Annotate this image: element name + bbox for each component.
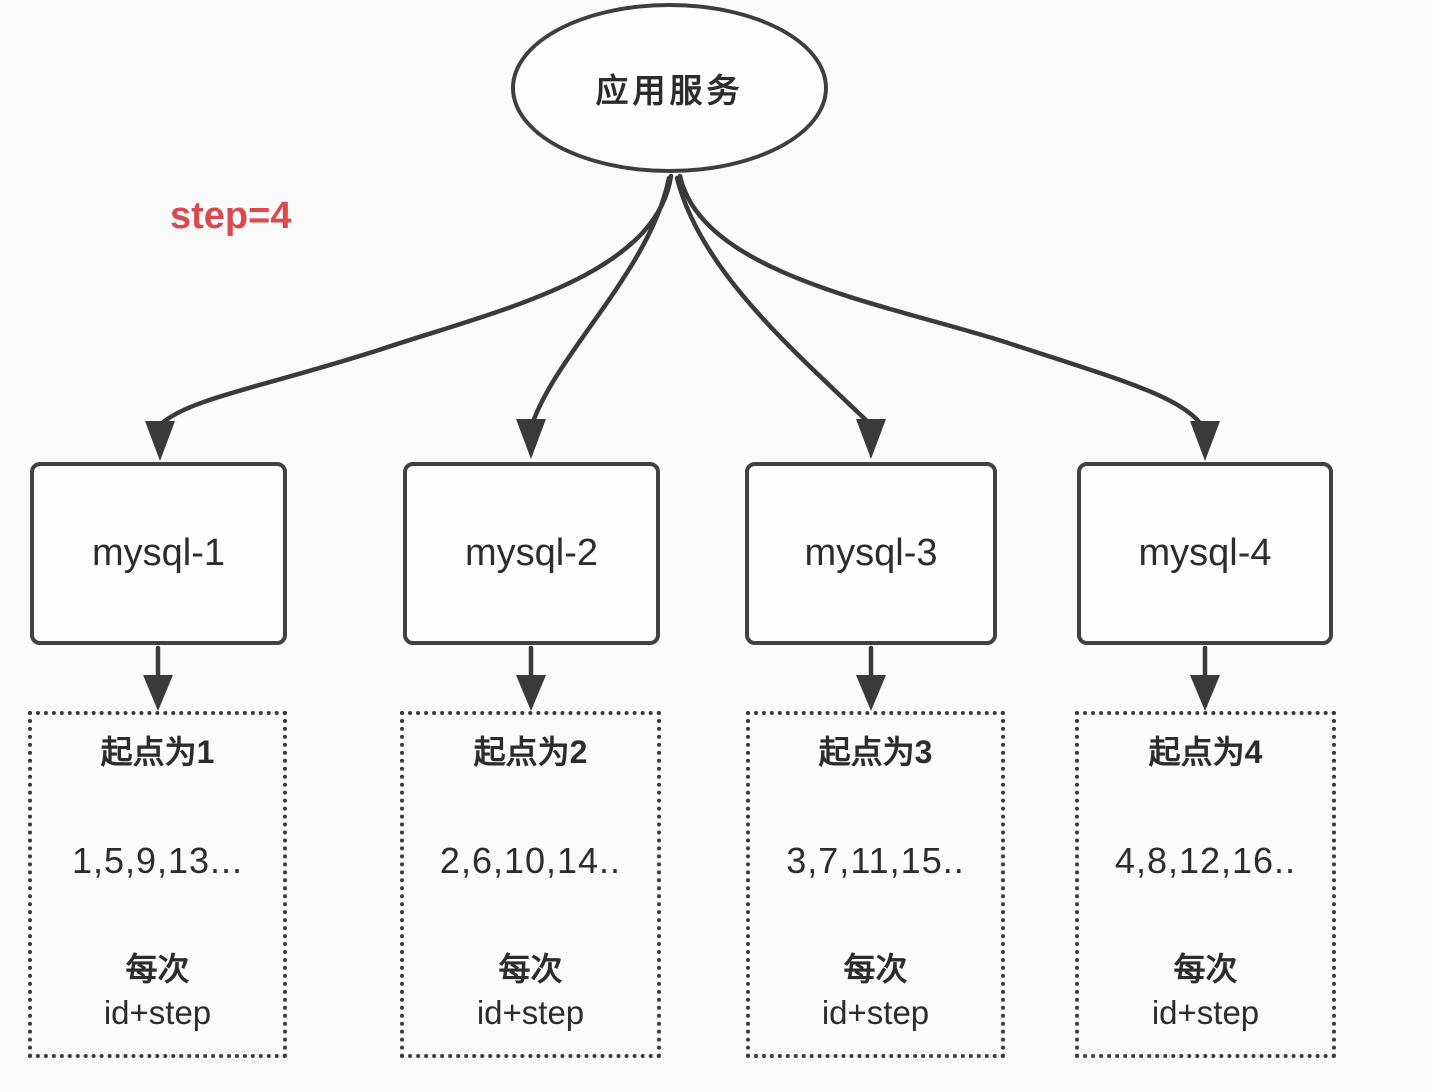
arrowhead-down-icon (856, 675, 886, 711)
range-sequence: 3,7,11,15.. (786, 839, 965, 881)
curved-arrow-root-to-mysql-2 (516, 175, 672, 459)
db-node-label: mysql-1 (91, 532, 226, 574)
range-rule: 每次 id+step (104, 948, 211, 1036)
arrowhead-down-icon (1190, 675, 1220, 711)
arrow-mysql-2-to-range-2 (516, 645, 546, 711)
range-start-title: 起点为1 (100, 734, 215, 770)
id-range-box-4: 起点为4 4,8,12,16.. 每次 id+step (1075, 711, 1336, 1058)
range-start-title: 起点为3 (818, 734, 933, 770)
range-sequence: 4,8,12,16.. (1114, 839, 1297, 881)
range-start-title: 起点为2 (473, 734, 588, 770)
db-node-mysql-2: mysql-2 (403, 462, 660, 645)
range-rule: 每次 id+step (822, 948, 929, 1036)
db-node-label: mysql-3 (804, 532, 938, 574)
id-range-box-2: 起点为2 2,6,10,14.. 每次 id+step (400, 711, 661, 1058)
arrowhead-down-icon (516, 419, 546, 459)
range-rule-line2: id+step (1151, 994, 1260, 1032)
arrow-mysql-3-to-range-3 (856, 645, 886, 711)
range-rule-line1: 每次 (125, 951, 190, 988)
range-rule-line2: id+step (103, 994, 212, 1032)
range-rule-line1: 每次 (498, 951, 563, 988)
curved-arrow-root-to-mysql-1 (145, 173, 674, 461)
range-rule-line2: id+step (821, 994, 930, 1032)
db-node-mysql-1: mysql-1 (30, 462, 287, 645)
arrow-mysql-1-to-range-1 (143, 645, 173, 711)
db-node-label: mysql-2 (464, 532, 599, 574)
id-range-box-1: 起点为1 1,5,9,13... 每次 id+step (28, 711, 287, 1058)
arrowhead-down-icon (143, 675, 173, 711)
range-rule: 每次 id+step (477, 948, 584, 1036)
app-service-node: 应用服务 (511, 3, 828, 173)
app-service-label: 应用服务 (595, 72, 744, 109)
arrowhead-down-icon (516, 675, 546, 711)
curved-arrow-root-to-mysql-3 (674, 175, 886, 459)
db-node-mysql-4: mysql-4 (1077, 462, 1333, 645)
arrowhead-down-icon (856, 419, 886, 459)
arrowhead-down-icon (1190, 421, 1220, 461)
db-node-mysql-3: mysql-3 (745, 462, 997, 645)
range-sequence: 2,6,10,14.. (439, 839, 622, 881)
range-sequence: 1,5,9,13... (71, 839, 244, 881)
arrow-mysql-4-to-range-4 (1190, 645, 1220, 711)
db-node-label: mysql-4 (1138, 532, 1272, 574)
range-start-title: 起点为4 (1148, 734, 1263, 770)
range-rule-line1: 每次 (1173, 951, 1238, 988)
range-rule-line2: id+step (476, 994, 585, 1032)
curved-arrow-root-to-mysql-4 (677, 173, 1220, 461)
range-rule-line1: 每次 (843, 951, 908, 988)
id-range-box-3: 起点为3 3,7,11,15.. 每次 id+step (746, 711, 1005, 1058)
range-rule: 每次 id+step (1152, 948, 1259, 1036)
step-annotation: step=4 (170, 195, 292, 237)
arrowhead-down-icon (145, 421, 175, 461)
